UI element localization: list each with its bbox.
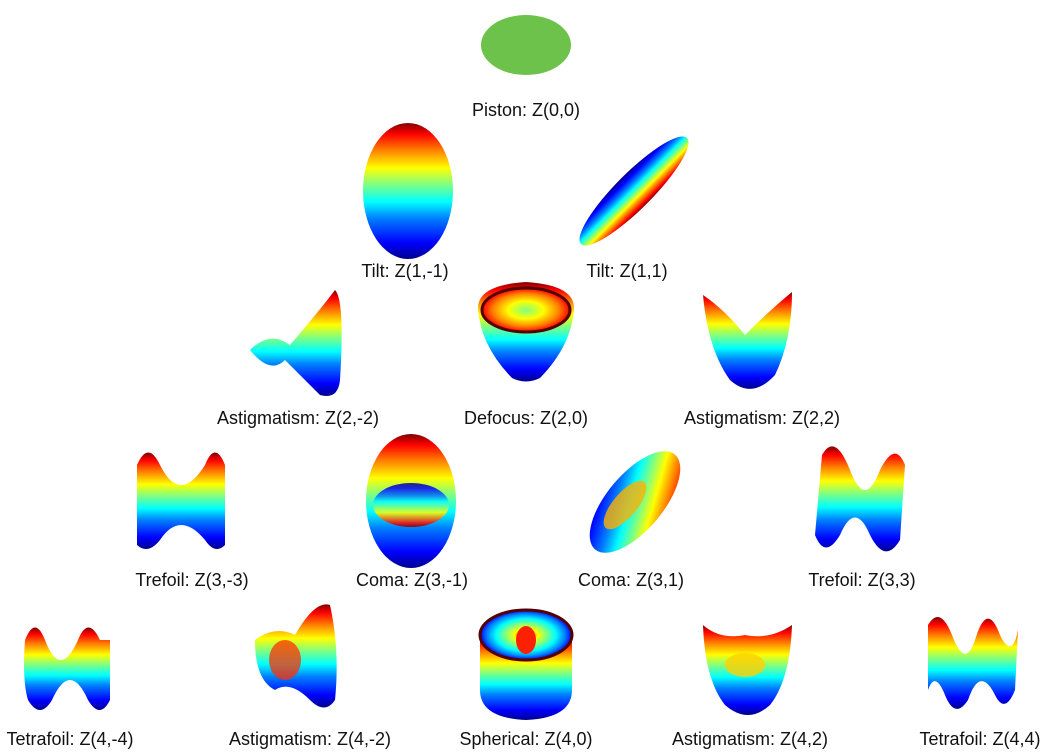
- mode-defocus-2-0: [478, 282, 574, 382]
- tetrafoil-surface: [928, 617, 1018, 709]
- mode-tetrafoil-4-minus-4: [24, 627, 110, 710]
- mode-trefoil-3-minus-3: [137, 452, 225, 549]
- spherical-peak: [516, 626, 536, 654]
- mode-spherical-4-0: [478, 608, 574, 720]
- trefoil-surface: [815, 446, 905, 552]
- saddle-surface: [703, 292, 792, 389]
- saddle-surface: [250, 290, 342, 396]
- mode-label: Spherical: Z(4,0): [459, 729, 592, 749]
- secondary-lobe: [725, 653, 765, 677]
- tetrafoil-surface: [24, 627, 110, 710]
- mode-astigmatism-2-2: [703, 292, 792, 389]
- mode-label: Tetrafoil: Z(4,4): [919, 729, 1040, 749]
- mode-label: Astigmatism: Z(2,-2): [217, 408, 379, 428]
- secondary-lobe: [269, 640, 301, 680]
- mode-label: Tetrafoil: Z(4,-4): [6, 729, 133, 749]
- mode-label: Coma: Z(3,-1): [356, 570, 468, 590]
- mode-coma-3-minus-1: [366, 434, 456, 568]
- vertical-tilt-surface: [363, 123, 453, 259]
- coma-lobe: [603, 480, 647, 530]
- mode-astigmatism-4-2: [703, 625, 792, 715]
- mode-label: Astigmatism: Z(4,2): [672, 729, 828, 749]
- mode-coma-3-1: [589, 451, 681, 553]
- mode-label: Tilt: Z(1,-1): [361, 261, 448, 281]
- bowl-rim: [480, 286, 572, 334]
- mode-label: Trefoil: Z(3,3): [808, 570, 915, 590]
- mode-astigmatism-4-minus-2: [255, 604, 337, 708]
- mode-label: Astigmatism: Z(4,-2): [229, 729, 391, 749]
- mode-label: Piston: Z(0,0): [472, 100, 580, 120]
- mode-tilt-1-minus-1: [363, 123, 453, 259]
- mode-label: Astigmatism: Z(2,2): [684, 408, 840, 428]
- mode-tilt-1-1: [579, 136, 689, 246]
- piston-surface: [481, 15, 571, 75]
- mode-astigmatism-2-minus-2: [250, 290, 342, 396]
- mode-tetrafoil-4-4: [928, 617, 1018, 709]
- coma-lobe: [373, 483, 449, 527]
- mode-label: Tilt: Z(1,1): [586, 261, 667, 281]
- trefoil-surface: [137, 452, 225, 549]
- mode-label: Defocus: Z(2,0): [464, 408, 588, 428]
- mode-trefoil-3-3: [815, 446, 905, 552]
- mode-label: Trefoil: Z(3,-3): [135, 570, 248, 590]
- diagonal-tilt-surface: [579, 136, 689, 246]
- mode-piston: [481, 15, 571, 75]
- mode-label: Coma: Z(3,1): [578, 570, 684, 590]
